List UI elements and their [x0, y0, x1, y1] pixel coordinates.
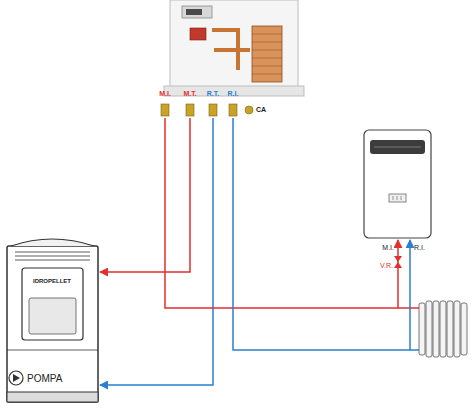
hydraulic-module-drawing — [150, 0, 300, 118]
port-label: R.I. — [414, 244, 425, 252]
port-label: M.T. — [183, 90, 196, 98]
pellet-stove: IDROPELLET POMPA — [5, 232, 100, 404]
water-heater: M.I.R.I.V.R. — [360, 128, 435, 240]
hydraulic-module: M.I. M.T. R.T. R.I. CA — [150, 0, 300, 118]
port-label: R.T. — [207, 90, 219, 98]
radiator-symbol — [419, 301, 467, 357]
port-label: M.I. — [382, 244, 394, 252]
return-pipe — [100, 118, 213, 385]
supply-pipe — [165, 118, 398, 308]
pump-label: POMPA — [27, 373, 62, 384]
water-heater-drawing — [360, 128, 435, 240]
port-label: M.I. — [159, 90, 171, 98]
supply-pipe — [100, 118, 190, 272]
valve-label: V.R. — [380, 262, 393, 270]
port-label: R.I. — [228, 90, 239, 98]
brand-label: IDROPELLET — [33, 278, 71, 285]
port-label: CA — [256, 106, 266, 114]
